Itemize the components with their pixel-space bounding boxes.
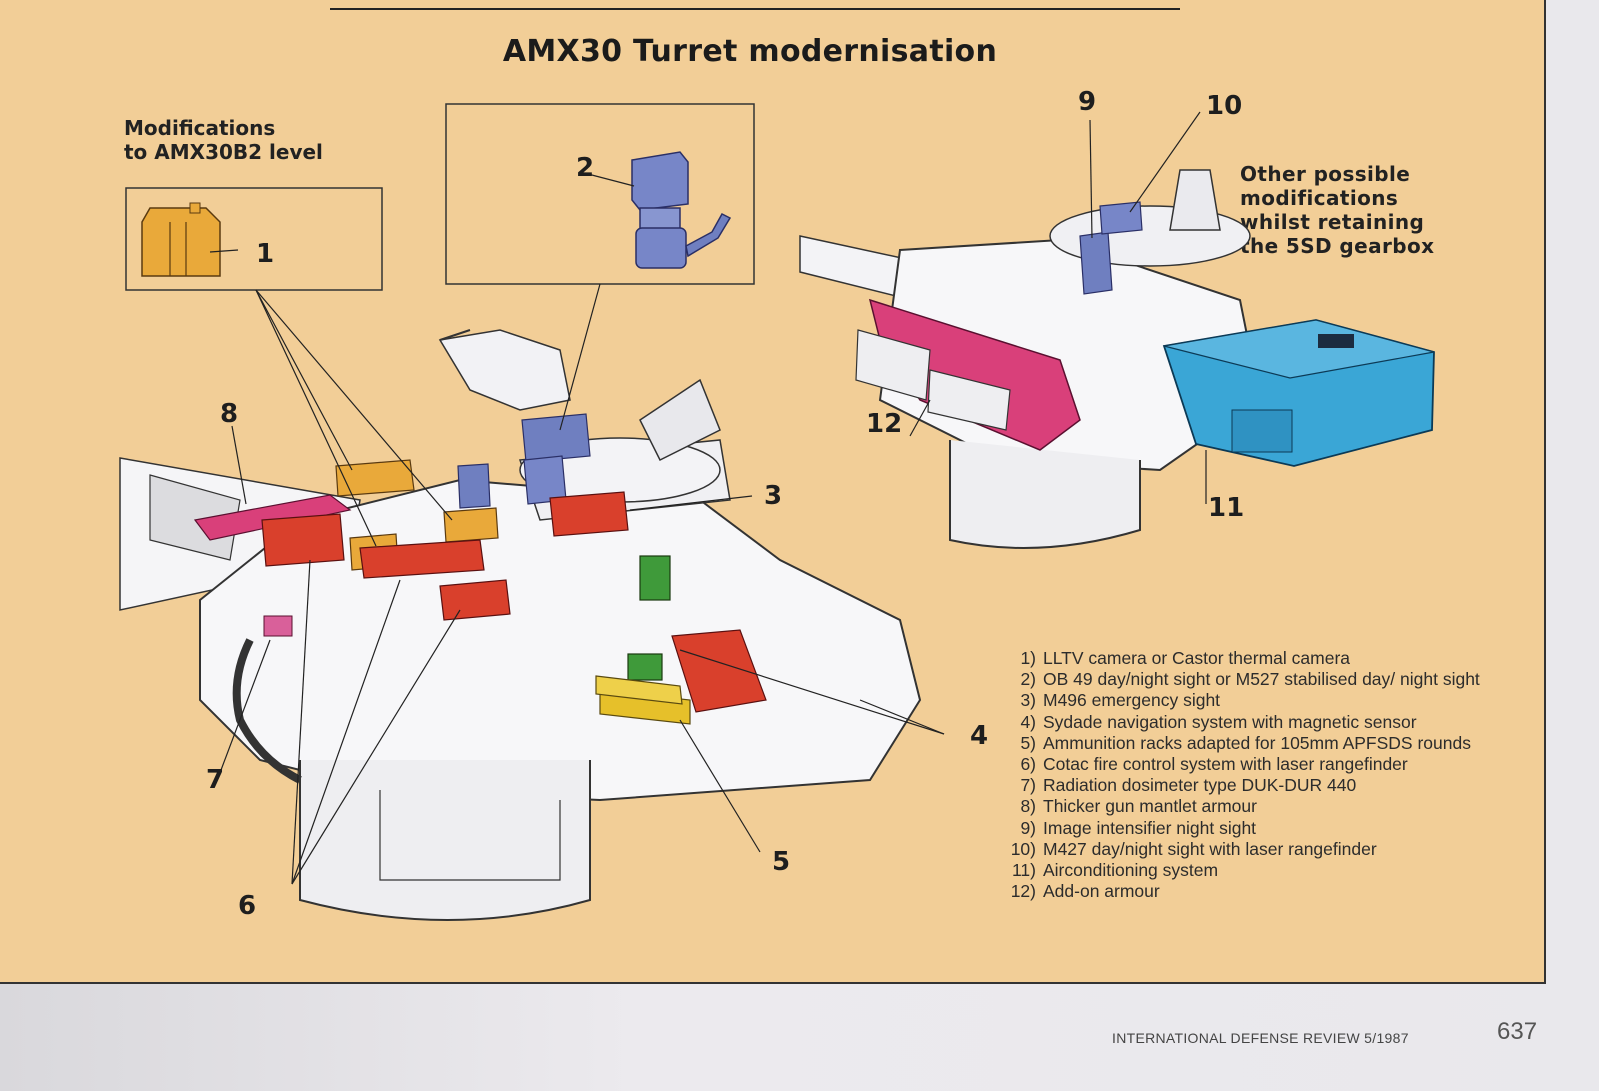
modifications-label: Modifications to AMX30B2 level — [124, 116, 323, 164]
diagram-title: AMX30 Turret modernisation — [502, 34, 998, 69]
callout-8: 8 — [220, 399, 238, 429]
modifications-label-line2: to AMX30B2 level — [124, 140, 323, 164]
legend-item: 3) M496 emergency sight — [1000, 690, 1480, 711]
legend-item: 8) Thicker gun mantlet armour — [1000, 796, 1480, 817]
callout-11: 11 — [1208, 493, 1244, 523]
callout-3: 3 — [764, 481, 782, 511]
callout-7: 7 — [206, 765, 224, 795]
legend-number: 12) — [1010, 881, 1036, 902]
inset-box-sight — [445, 103, 755, 285]
legend-item: 7) Radiation dosimeter type DUK-DUR 440 — [1000, 775, 1480, 796]
legend-item: 1) LLTV camera or Castor thermal camera — [1000, 648, 1480, 669]
publication-footer: INTERNATIONAL DEFENSE REVIEW 5/1987 — [1112, 1030, 1409, 1046]
main-turret — [119, 329, 922, 921]
legend-number: 10) — [1010, 838, 1036, 859]
page-number: 637 — [1497, 1018, 1538, 1045]
legend-number: 9) — [1020, 817, 1036, 838]
legend-text: Add-on armour — [1043, 881, 1160, 902]
legend-text: LLTV camera or Castor thermal camera — [1043, 648, 1351, 668]
legend-item: 12) Add-on armour — [1000, 881, 1480, 902]
callout-1: 1 — [256, 239, 274, 269]
legend-item: 10) M427 day/night sight with laser range… — [1000, 839, 1480, 860]
other-label-line: Other possible — [1240, 162, 1411, 186]
legend-item: 9) Image intensifier night sight — [1000, 818, 1480, 839]
legend-number: 4) — [1020, 711, 1036, 732]
legend-text: Radiation dosimeter type DUK-DUR 440 — [1043, 775, 1357, 796]
modifications-label-line1: Modifications — [124, 116, 276, 140]
legend-item: 2) OB 49 day/night sight or M527 stabilis… — [1000, 669, 1480, 690]
legend-number: 6) — [1020, 754, 1036, 775]
legend-text: OB 49 day/night sight or M527 stabilised… — [1043, 669, 1480, 690]
top-rule — [330, 8, 1180, 10]
legend-text: M427 day/night sight with laser rangefin… — [1043, 838, 1377, 859]
callout-10: 10 — [1206, 91, 1242, 121]
inset-box-camera — [125, 187, 383, 291]
component-legend: 1) LLTV camera or Castor thermal camera 2… — [1000, 648, 1480, 902]
other-label-line: modifications — [1240, 186, 1399, 210]
legend-item: 11) Airconditioning system — [1000, 860, 1480, 881]
sight-inset-icon — [631, 151, 732, 269]
legend-number: 11) — [1012, 860, 1036, 881]
leader-lines — [209, 111, 1207, 885]
legend-text: Sydade navigation system with magnetic s… — [1043, 711, 1417, 732]
callout-12: 12 — [866, 409, 902, 439]
camera-inset-icon — [141, 202, 221, 277]
callout-4: 4 — [970, 721, 988, 751]
legend-text: Thicker gun mantlet armour — [1043, 796, 1257, 817]
secondary-turret — [799, 169, 1435, 549]
callout-9: 9 — [1078, 87, 1096, 117]
legend-number: 5) — [1020, 732, 1036, 753]
legend-text: Ammunition racks adapted for 105mm APFSD… — [1043, 732, 1471, 753]
legend-item: 6) Cotac fire control system with laser r… — [1000, 754, 1480, 775]
legend-text: Cotac fire control system with laser ran… — [1043, 754, 1408, 775]
callout-2: 2 — [576, 153, 594, 183]
legend-number: 2) — [1020, 669, 1036, 690]
other-label-line: whilst retaining — [1240, 210, 1425, 234]
legend-item: 4) Sydade navigation system with magnetic… — [1000, 712, 1480, 733]
legend-item: 5) Ammunition racks adapted for 105mm APF… — [1000, 733, 1480, 754]
legend-number: 8) — [1020, 796, 1036, 817]
legend-text: M496 emergency sight — [1043, 690, 1221, 711]
legend-number: 1) — [1020, 648, 1036, 668]
other-label-line: the 5SD gearbox — [1240, 234, 1435, 258]
other-modifications-label: Other possible modifications whilst reta… — [1240, 162, 1434, 258]
legend-text: Airconditioning system — [1043, 860, 1219, 881]
legend-text: Image intensifier night sight — [1043, 817, 1257, 838]
callout-5: 5 — [772, 847, 790, 877]
callout-6: 6 — [238, 891, 256, 921]
legend-number: 3) — [1020, 690, 1036, 711]
legend-number: 7) — [1020, 775, 1036, 796]
